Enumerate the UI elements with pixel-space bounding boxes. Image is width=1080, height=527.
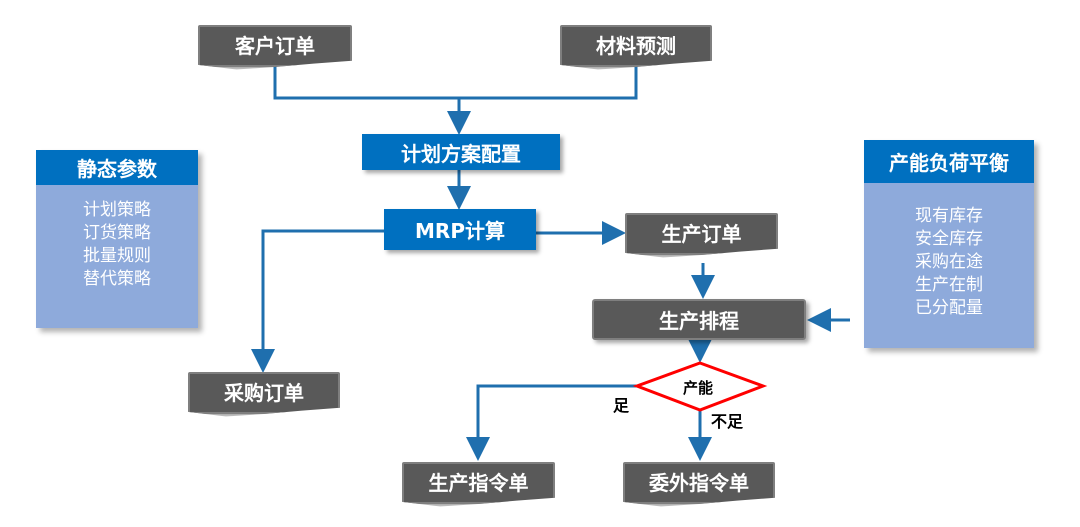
not-enough-label: 不足 [711,412,744,431]
plan-config-node: 计划方案配置 [362,134,560,170]
material-forecast-node: 材料预测 [560,25,712,67]
outsource-instruction-node: 委外指令单 [623,462,775,504]
panel-item: 计划策略 [83,200,151,220]
panel-item: 批量规则 [83,246,151,266]
panel-item: 替代策略 [83,269,151,289]
purchase-order-node: 采购订单 [188,372,340,414]
enough-label: 足 [613,396,630,415]
panel-item: 已分配量 [915,298,983,318]
node-label: MRP计算 [415,219,505,243]
node-label: 生产订单 [661,221,742,246]
scheduling-node: 生产排程 [592,299,806,340]
decision-label: 产能 [683,379,714,397]
node-label: 生产排程 [659,309,739,333]
node-label: 生产指令单 [428,470,529,495]
customer-order-node: 客户订单 [198,25,352,67]
merge-line [273,62,638,100]
arrow-to-purchase [251,229,384,373]
node-label: 材料预测 [596,33,676,58]
mrp-node: MRP计算 [384,209,536,250]
node-label: 计划方案配置 [401,141,521,166]
panel-title: 静态参数 [36,150,198,185]
production-instruction-node: 生产指令单 [402,462,555,504]
arrow-enough [466,384,637,461]
panel-item: 生产在制 [915,275,983,295]
panel-item: 订货策略 [83,223,151,243]
panel-title: 产能负荷平衡 [864,140,1034,183]
decision-diamond [632,361,768,412]
panel-item: 现有库存 [915,206,983,226]
node-label: 采购订单 [224,380,304,405]
capacity-panel: 产能负荷平衡 现有库存 安全库存 采购在途 生产在制 已分配量 [864,140,1034,348]
node-label: 委外指令单 [649,470,749,495]
node-label: 客户订单 [235,33,315,58]
panel-item: 安全库存 [915,229,983,249]
production-order-node: 生产订单 [625,213,778,255]
static-params-panel: 静态参数 计划策略 订货策略 批量规则 替代策略 [36,150,198,328]
panel-item: 采购在途 [915,252,983,272]
